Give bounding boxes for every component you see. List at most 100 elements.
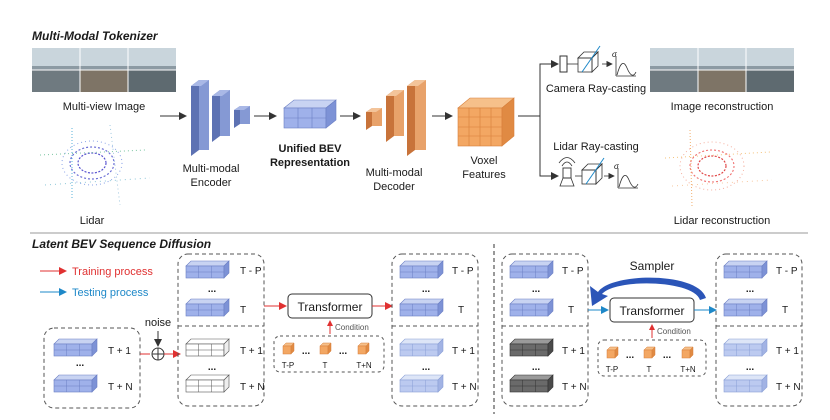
testing-output-t-plus-n: T + N [776,382,801,393]
multiview-image [32,48,176,92]
camera-raycast-label: Camera Ray-casting [546,83,646,95]
legend-testing-label: Testing process [72,287,149,299]
testing-input-t-minus-p: T - P [562,266,584,277]
bev-grid-glyph [399,338,444,357]
lidar-sigma: σ [614,162,620,171]
testing-output-box [715,253,803,407]
training-output-box [391,253,479,407]
training-output-history-stack [399,260,444,317]
training-output-hist-ellipsis: ... [422,284,431,295]
noise-label: noise [145,317,171,329]
legend-training-label: Training process [72,266,153,278]
training-condition-label: Condition [335,323,369,332]
bev-grid-glyph [185,338,230,357]
decoder-label-line1: Multi-modal [366,167,423,179]
sampler-label: Sampler [630,259,675,273]
bev-grid-glyph [509,338,554,357]
testing-condition-box [597,339,707,377]
testing-condition-t-minus-p: T-P [606,365,618,374]
testing-input-hist-ellipsis: ... [532,284,541,295]
bev-grid-glyph [53,374,98,393]
bev-label-line2: Representation [270,157,350,169]
lidar-label: Lidar [80,215,105,227]
bev-grid [283,99,337,129]
voxel-to-camera-raycast-arrow [518,60,559,117]
decoder-blocks [366,80,426,156]
lidar-reconstruction [664,129,773,207]
training-condition-t: T [323,361,328,370]
testing-output-hist-ellipsis: ... [746,284,755,295]
bev-grid-glyph [399,374,444,393]
lidar-raycast-label: Lidar Ray-casting [553,141,639,153]
lidar-pointcloud [39,124,151,206]
training-output-future-stack [399,338,444,393]
image-reconstruction [650,48,794,92]
testing-condition-t: T [647,365,652,374]
training-condition-box [273,335,385,373]
training-condition-tokens [282,342,370,355]
testing-input-t-plus-n: T + N [562,382,587,393]
testing-transformer-label: Transformer [620,304,685,318]
testing-condition-ellipsis-2: ... [663,350,672,361]
testing-condition-ellipsis-1: ... [626,350,635,361]
condition-token-icon [282,342,295,355]
testing-input-noise-stack [509,338,554,393]
multiview-label: Multi-view Image [63,101,146,113]
testing-input-history-stack [509,260,554,317]
encoder-label-line2: Encoder [191,177,232,189]
bev-label-line1: Unified BEV [279,143,343,155]
testing-output-t-minus-p: T - P [776,266,798,277]
voxel-to-lidar-raycast-arrow [539,116,559,180]
bev-grid-glyph [723,374,768,393]
voxel-cube [457,97,515,147]
voxel-label-line1: Voxel [471,155,498,167]
image-reconstruction-label: Image reconstruction [671,101,774,113]
bev-grid-glyph [509,260,554,279]
training-output-t-plus-n: T + N [452,382,477,393]
training-input-t-plus-1: T + 1 [240,346,263,357]
testing-condition-tokens [606,346,694,359]
bev-grid-glyph [185,298,230,317]
camera-raycast-icon [559,45,637,77]
testing-output-history-stack [723,260,768,317]
bev-grid-glyph [509,298,554,317]
testing-output-future-ellipsis: ... [746,362,755,373]
testing-condition-t-plus-n: T+N [680,365,696,374]
bev-grid-glyph [509,374,554,393]
testing-output-t-plus-1: T + 1 [776,346,799,357]
training-output-t-plus-1: T + 1 [452,346,475,357]
future-ellipsis: ... [76,358,85,369]
training-input-noisy-stack [185,338,230,393]
lidar-raycast-icon [558,157,639,189]
testing-input-box [501,253,589,407]
training-input-t-minus-p: T - P [240,266,262,277]
training-transformer-label: Transformer [298,300,363,314]
condition-token-icon [643,346,656,359]
training-condition-ellipsis-1: ... [302,346,311,357]
tokenizer-section-title: Multi-Modal Tokenizer [32,29,159,43]
condition-token-icon [357,342,370,355]
condition-token-icon [681,346,694,359]
decoder-label-line2: Decoder [373,181,415,193]
bev-grid-glyph [399,260,444,279]
bev-grid-glyph [399,298,444,317]
bev-grid-glyph [723,298,768,317]
sampler-loop-arrow [590,277,706,306]
future-bev-stack [53,338,98,393]
future-bev-box [43,327,141,409]
condition-token-icon [319,342,332,355]
training-output-t: T [458,305,464,316]
testing-input-t-plus-1: T + 1 [562,346,585,357]
future-t-plus-1: T + 1 [108,346,131,357]
bev-grid-glyph [185,374,230,393]
encoder-label-line1: Multi-modal [183,163,240,175]
condition-token-icon [606,346,619,359]
testing-condition-label: Condition [657,327,691,336]
training-input-hist-ellipsis: ... [208,284,217,295]
testing-output-future-stack [723,338,768,393]
bev-grid-glyph [185,260,230,279]
testing-input-noise-ellipsis: ... [532,362,541,373]
training-input-t: T [240,305,246,316]
